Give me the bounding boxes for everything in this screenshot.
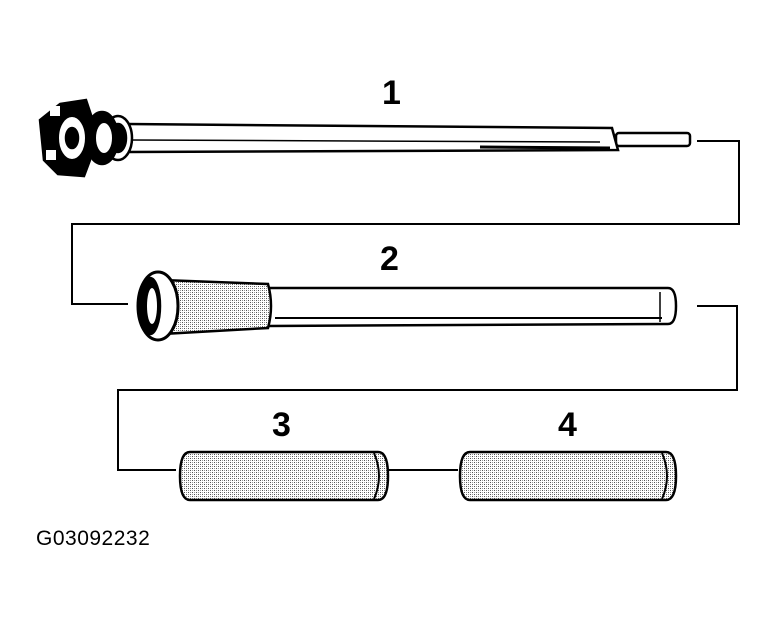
part-label-4: 4	[558, 406, 577, 444]
connector-2-3	[117, 305, 738, 471]
part-2-tool	[136, 270, 678, 342]
part-label-3: 3	[272, 406, 291, 444]
figure-code: G03092232	[36, 527, 151, 550]
part-4-tool	[458, 450, 678, 502]
connector-1-2	[71, 140, 740, 305]
connector-lines	[71, 140, 740, 471]
part-label-2: 2	[380, 240, 399, 278]
part-1-tool	[38, 98, 692, 178]
part-label-1: 1	[382, 74, 401, 112]
part-3-tool	[178, 450, 390, 502]
